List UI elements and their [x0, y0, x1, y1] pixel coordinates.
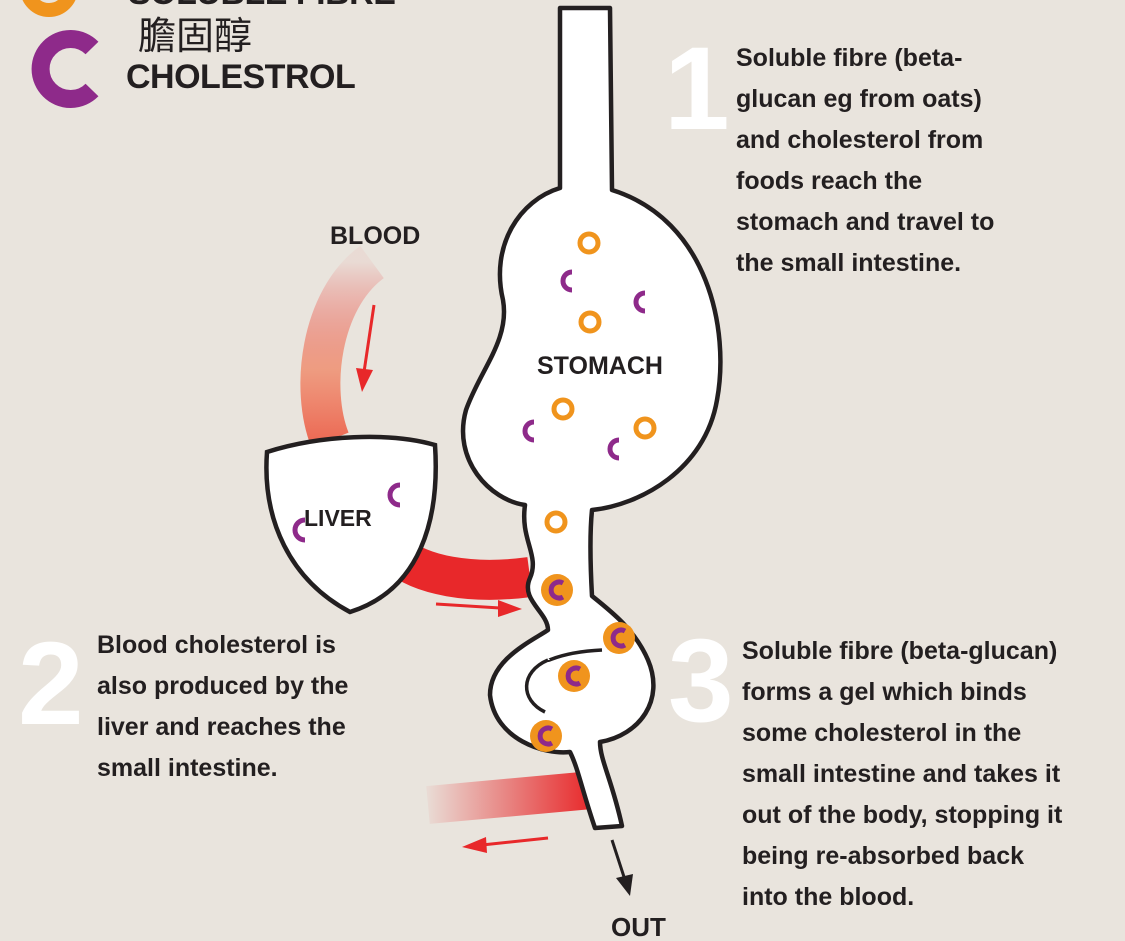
- fibre-ring-icon: [27, 0, 71, 10]
- step-1-text: Soluble fibre (beta- glucan eg from oats…: [736, 38, 994, 284]
- bound-complex-icon: [603, 622, 635, 654]
- step-2-text: Blood cholesterol is also produced by th…: [97, 625, 348, 789]
- out-arrow-shaft: [612, 840, 625, 880]
- step-1-number: 1: [664, 30, 730, 148]
- bound-complex-icon: [530, 720, 562, 752]
- out-label: OUT: [611, 912, 666, 941]
- step-3-number: 3: [668, 622, 734, 740]
- blood-arrow-shaft: [364, 305, 374, 372]
- blood-flow-arc: [320, 262, 372, 440]
- step-2-number: 2: [18, 625, 84, 743]
- liver-arrow-shaft: [436, 604, 500, 608]
- liver-arrow-head: [498, 600, 522, 617]
- stomach-label: STOMACH: [537, 352, 663, 381]
- exit-arrow-shaft: [482, 838, 548, 845]
- liver-label: LIVER: [304, 505, 372, 532]
- legend-fibre-label: SOLUBLE FIBRE: [128, 0, 395, 13]
- cholesterol-c-icon: [41, 39, 92, 99]
- legend-cholesterol-chinese: 膽固醇: [138, 17, 252, 55]
- legend-cholesterol-label: CHOLESTROL: [126, 58, 355, 97]
- bound-complex-icon: [541, 574, 573, 606]
- blood-label: BLOOD: [330, 222, 420, 251]
- out-arrow-head: [616, 874, 633, 896]
- exit-band: [428, 790, 592, 805]
- bound-complex-icon: [558, 660, 590, 692]
- step-3-text: Soluble fibre (beta-glucan) forms a gel …: [742, 631, 1062, 918]
- blood-arrow-head: [356, 368, 373, 392]
- exit-arrow-head: [462, 837, 487, 853]
